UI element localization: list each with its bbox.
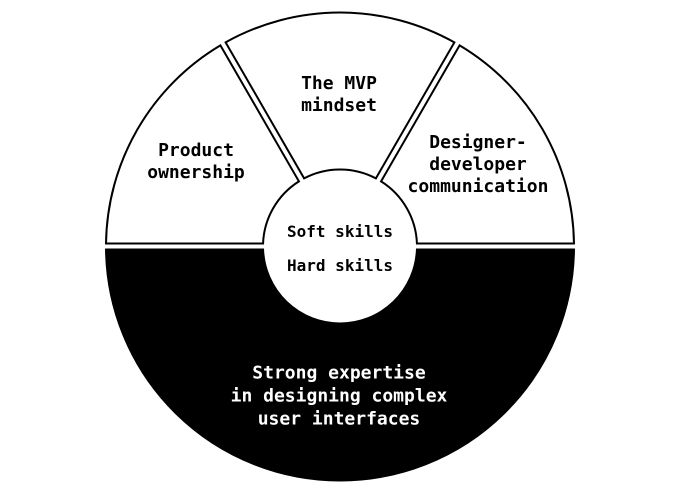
slice-product-ownership [105, 43, 301, 245]
slice-mvp-mindset [224, 11, 456, 180]
slice-designer-developer-communication [379, 43, 575, 245]
slice-strong-expertise [105, 248, 575, 482]
